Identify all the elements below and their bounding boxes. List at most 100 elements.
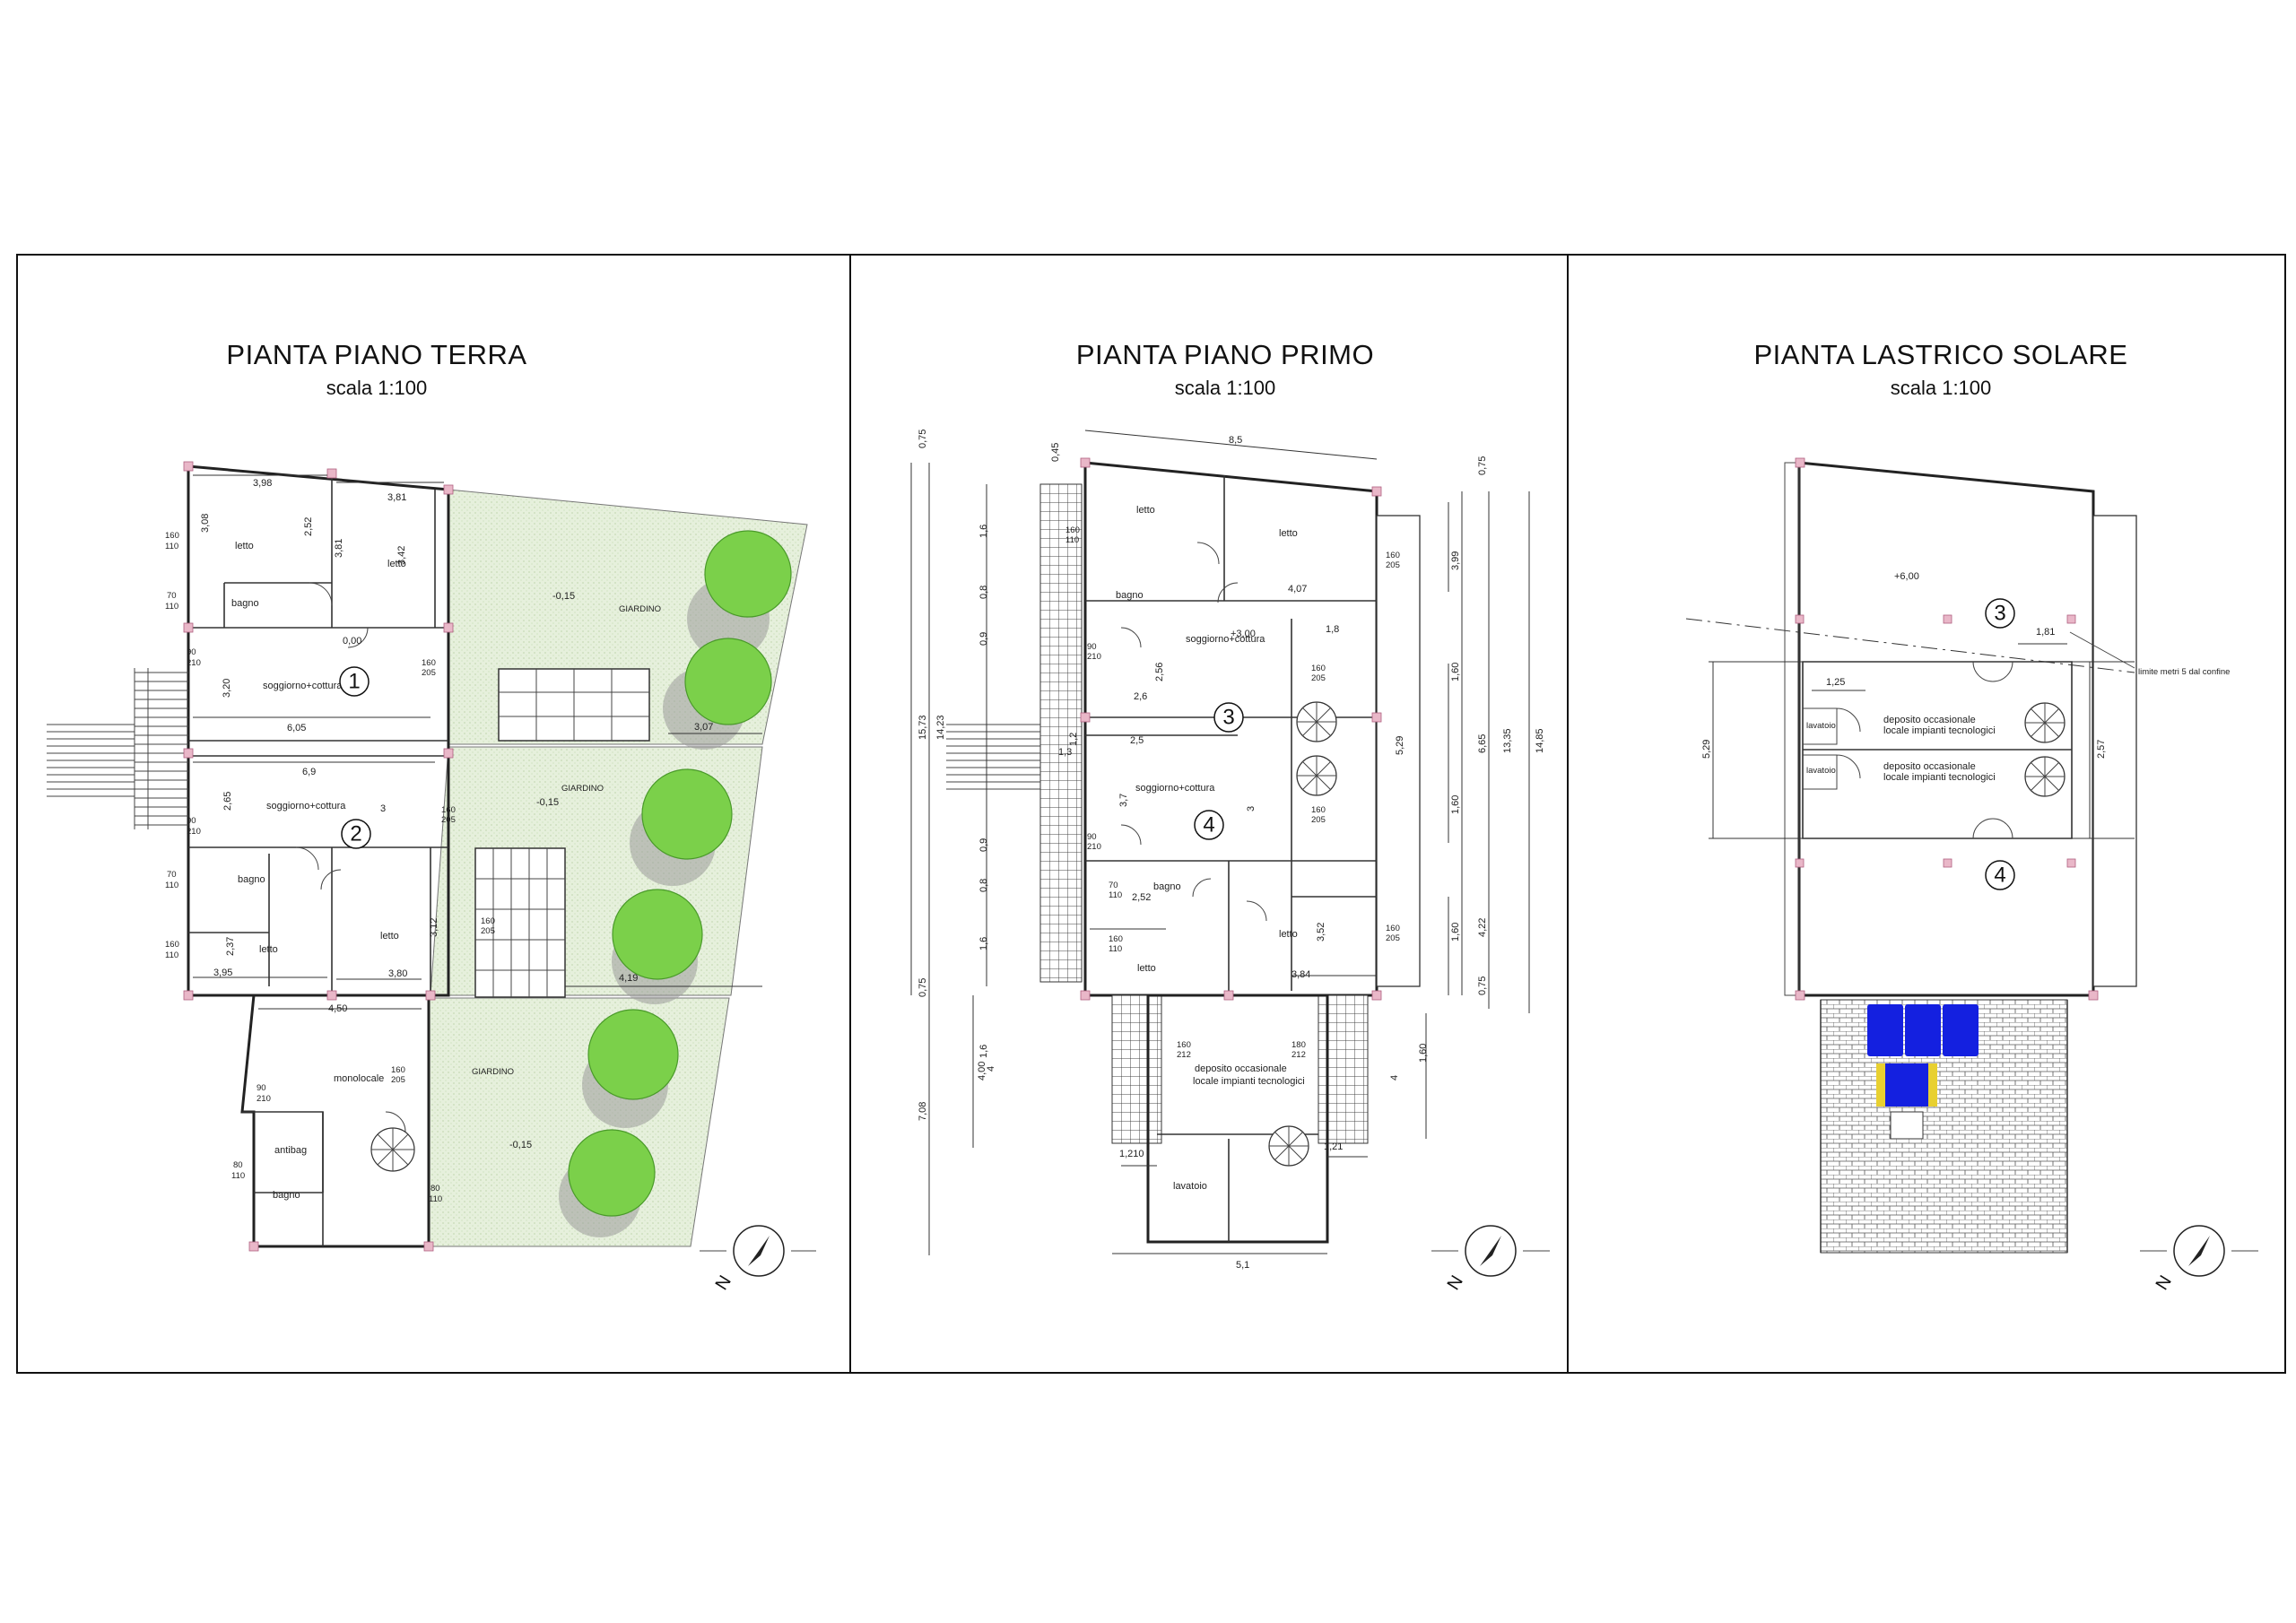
dim-665: 6,65 [1477,734,1488,753]
win-160-f1: 160 [1065,525,1080,535]
win-160-a: 160 [165,531,179,541]
room-letto-4: letto [380,931,399,942]
ground-block-outline [187,464,450,997]
roof-plan: +6,00 3 4 limite metri 5 dal confine dep… [1685,457,2258,1294]
compass-roof: N [2140,1225,2258,1294]
boundary-line [1685,618,2135,673]
room-soggiorno-f1: soggiorno+cottura [1186,634,1265,645]
win-70-f: 70 [1109,881,1118,890]
unit-number-1: 1 [348,670,360,694]
north-letter-ground: N [712,1272,735,1294]
win-110-c: 110 [165,881,178,890]
tree-6 [568,1129,656,1217]
win-205-f6: 205 [1386,933,1400,943]
dim-181: 1,81 [2036,627,2055,638]
columns-roof [1795,457,2099,1001]
stair-landing-first [946,724,1040,790]
door-210-c: 210 [257,1094,271,1104]
dim-3: 3 [380,803,386,814]
door-90-c: 90 [257,1083,266,1093]
room-bagno-f1: bagno [1116,590,1144,601]
win-160-f6: 160 [1386,924,1400,933]
level-garden-3: -0,15 [509,1140,532,1150]
win-160-f7: 160 [1177,1040,1191,1050]
dim-529-f: 5,29 [1395,736,1405,755]
solar-panels [1867,1004,1979,1140]
unit-circle-roof-4 [1985,860,2015,890]
dim-1573: 15,73 [918,715,928,740]
balcony-first [1376,515,1421,987]
annex-outline [1146,994,1329,1244]
room-letto-1: letto [235,541,254,551]
garden-label-2: GIARDINO [561,784,604,794]
roof-deposito-1: deposito occasionale [1883,715,1976,725]
room-bagno-f2: bagno [1153,881,1181,892]
dim-320: 3,20 [222,679,232,698]
dim-450: 4,50 [328,1003,347,1014]
room-bagno-3: bagno [273,1190,300,1201]
dim-16-a: 1,6 [978,525,989,538]
unit-circle-2 [341,819,371,849]
win-70-b: 70 [167,870,177,880]
room-letto-f3: letto [1137,963,1156,974]
unit-number-3: 3 [1222,706,1234,730]
door-90-a: 90 [187,647,196,657]
ground-floor-plan: letto letto bagno soggiorno+cottura sogg… [47,461,816,1294]
win-212-f8: 212 [1292,1050,1306,1060]
win-180-f8: 180 [1292,1040,1306,1050]
win-160-f3: 160 [1311,664,1326,673]
dim-09-a: 0,9 [978,632,989,646]
win-205-c: 205 [441,815,456,825]
boundary-note: limite metri 5 dal confine [2138,667,2230,677]
win-160-e: 160 [481,916,495,926]
win-205-f3: 205 [1311,673,1326,683]
dim-26: 2,6 [1134,691,1147,702]
room-bagno-2: bagno [238,874,265,885]
dim-13: 1,3 [1058,747,1072,758]
level-first: +3,00 [1231,629,1256,639]
win-205-f: 205 [391,1075,405,1085]
win-110-f3: 110 [1109,944,1122,954]
garden-label-3: GIARDINO [472,1067,514,1077]
dim-3-f: 3 [1246,806,1257,812]
door-210-f1: 210 [1087,652,1101,662]
dim-075-c: 0,75 [1477,456,1488,475]
door-90-f2: 90 [1087,832,1097,842]
dim-4-f: 4 [1389,1075,1400,1081]
dim-342: 3,42 [396,546,407,565]
dim-160-b: 1,60 [1450,795,1461,814]
pergola-1 [498,668,650,742]
room-bagno-1: bagno [231,598,259,609]
dim-08-b: 0,8 [978,879,989,892]
unit-number-roof-3: 3 [1994,602,2005,626]
dim-308: 3,08 [200,514,211,533]
win-205-e: 205 [481,926,495,936]
dim-265: 2,65 [222,792,233,811]
door-210-a: 210 [187,658,201,668]
door-210-b: 210 [187,827,201,837]
dim-18: 1,8 [1326,624,1339,635]
scale-roof: scala 1:100 [1891,377,1992,399]
spiral-stairs-roof [2024,702,2066,797]
roof-lavatoio-2: lavatoio [1806,766,1836,776]
tree-1 [704,530,792,618]
win-70-a: 70 [167,591,177,601]
room-letto-f1: letto [1136,505,1155,516]
room-soggiorno-1: soggiorno+cottura [263,681,343,691]
pergola-2 [474,847,566,998]
dim-252: 2,52 [303,517,314,536]
door-210-f2: 210 [1087,842,1101,852]
unit-circle-4 [1194,810,1224,840]
compass-first: N [1431,1225,1550,1294]
dim-1423: 14,23 [935,715,946,740]
dim-09-b: 0,9 [978,838,989,852]
win-205-b: 205 [422,668,436,678]
room-soggiorno-2: soggiorno+cottura [266,801,346,812]
tree-2 [684,638,772,725]
unit-circle-3 [1213,702,1244,733]
dim-85: 8,5 [1229,435,1242,446]
unit-number-2: 2 [350,822,361,846]
room-soggiorno-f2: soggiorno+cottura [1135,783,1215,794]
dim-399: 3,99 [1450,551,1461,570]
win-110-h: 110 [429,1194,442,1204]
